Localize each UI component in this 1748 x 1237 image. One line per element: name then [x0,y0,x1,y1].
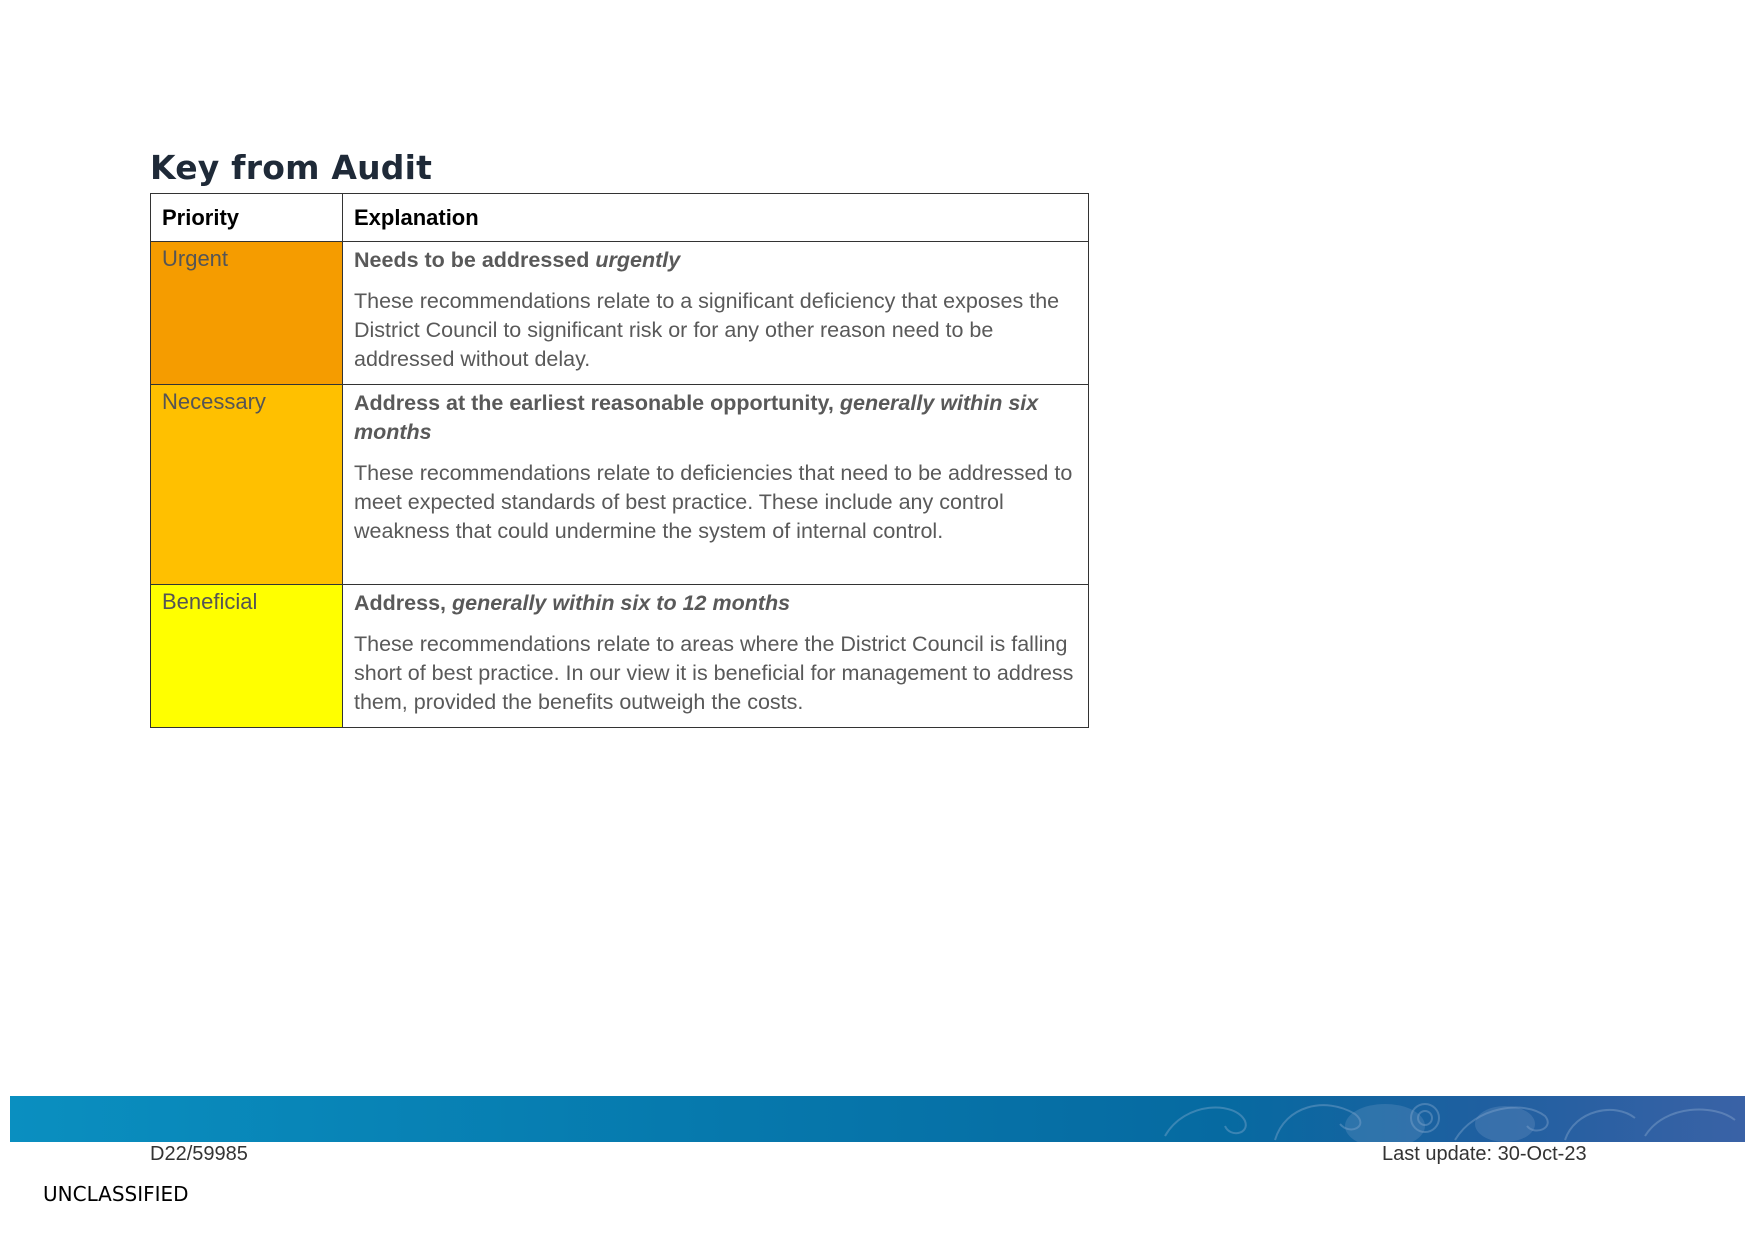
table-header-row: Priority Explanation [150,193,1089,242]
last-update-date: Last update: 30-Oct-23 [1382,1143,1587,1165]
table-row-beneficial: Beneficial Address, generally within six… [150,584,1089,728]
priority-cell-urgent: Urgent [150,241,343,385]
lead-text: Address, [354,591,452,615]
classification-label: UNCLASSIFIED [43,1182,189,1206]
explanation-lead: Needs to be addressed urgently [354,246,1074,275]
lead-emphasis: generally within six to 12 months [451,591,791,615]
explanation-description: These recommendations relate to deficien… [354,461,1073,543]
priority-cell-necessary: Necessary [150,384,343,585]
explanation-cell-beneficial: Address, generally within six to 12 mont… [342,584,1089,728]
page-title: Key from Audit [150,148,433,187]
table-row-necessary: Necessary Address at the earliest reason… [150,384,1089,585]
lead-emphasis: generally within six months [354,391,1039,444]
document-reference: D22/59985 [150,1143,248,1165]
priority-cell-beneficial: Beneficial [150,584,343,728]
footer-band [10,1096,1745,1142]
lead-text: Needs to be addressed [354,248,596,272]
explanation-description: These recommendations relate to a signif… [354,289,1060,371]
table-row-urgent: Urgent Needs to be addressed urgently Th… [150,241,1089,385]
koru-pattern-decoration [1164,1103,1736,1142]
priority-header: Priority [150,193,343,242]
lead-emphasis: urgently [595,248,681,272]
explanation-cell-urgent: Needs to be addressed urgently These rec… [342,241,1089,385]
lead-text: Address at the earliest reasonable oppor… [354,391,840,415]
explanation-header: Explanation [342,193,1089,242]
explanation-description: These recommendations relate to areas wh… [354,632,1074,714]
audit-key-table: Priority Explanation Urgent Needs to be … [150,193,1089,728]
explanation-cell-necessary: Address at the earliest reasonable oppor… [342,384,1089,585]
explanation-lead: Address, generally within six to 12 mont… [354,589,1074,618]
explanation-lead: Address at the earliest reasonable oppor… [354,389,1074,447]
